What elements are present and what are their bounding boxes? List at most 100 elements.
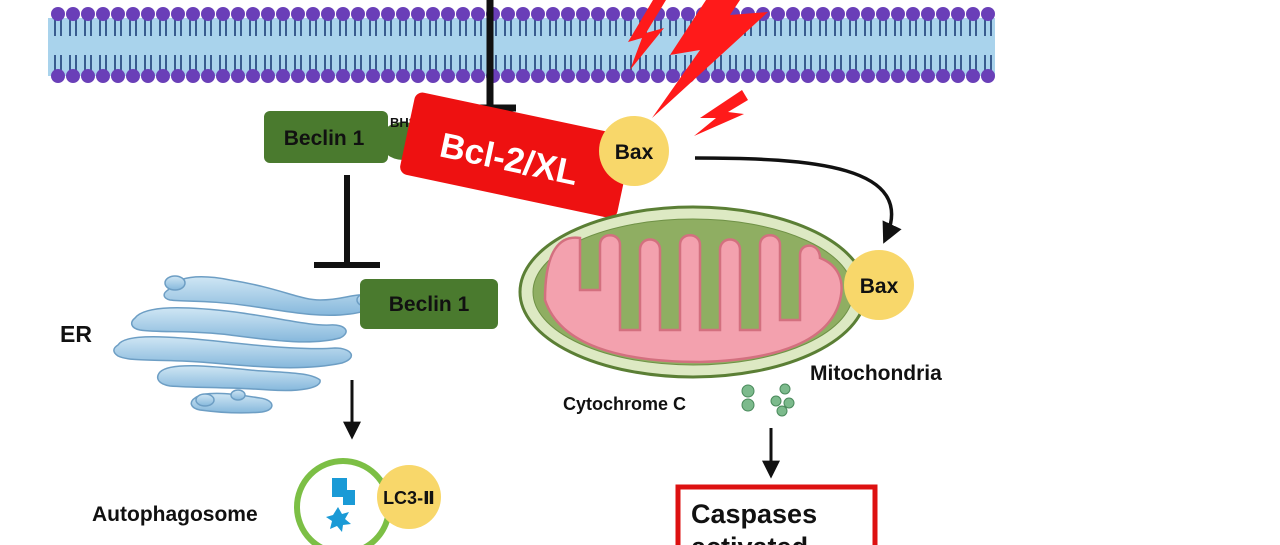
bax-mito-label: Bax	[860, 275, 899, 298]
bax-top-label: Bax	[615, 141, 654, 164]
lipid-head	[906, 69, 920, 83]
lipid-head	[321, 7, 335, 21]
lipid-head	[351, 69, 365, 83]
lipid-head	[456, 7, 470, 21]
lipid-head	[501, 7, 515, 21]
lightning-bolt-large-icon	[652, 0, 768, 118]
lipid-head	[411, 69, 425, 83]
lipid-head	[336, 7, 350, 21]
lipid-head	[786, 7, 800, 21]
lipid-head	[231, 7, 245, 21]
endoplasmic-reticulum	[113, 275, 374, 414]
lipid-head	[546, 69, 560, 83]
lipid-head	[816, 7, 830, 21]
lipid-head	[156, 7, 170, 21]
autophagosome	[294, 458, 392, 545]
lipid-head	[381, 69, 395, 83]
lipid-head	[291, 69, 305, 83]
lipid-head	[576, 7, 590, 21]
lipid-head	[936, 69, 950, 83]
lipid-head	[471, 7, 485, 21]
lipid-head	[801, 69, 815, 83]
bax-top-circle: Bax	[599, 116, 669, 186]
lipid-head	[66, 7, 80, 21]
mitochondria-label: Mitochondria	[810, 362, 942, 385]
lipid-head	[216, 69, 230, 83]
lipid-head	[51, 69, 65, 83]
lightning-bolt-small-icon	[628, 0, 666, 70]
lipid-head	[756, 69, 770, 83]
lipid-head	[66, 69, 80, 83]
lipid-head	[276, 69, 290, 83]
stress-signal-lightning	[628, 0, 768, 136]
lipid-head	[861, 69, 875, 83]
lipid-head	[246, 7, 260, 21]
lipid-head	[666, 7, 680, 21]
bax-mito-circle: Bax	[844, 250, 914, 320]
lipid-head	[726, 69, 740, 83]
cytochrome-c-label: Cytochrome C	[563, 394, 686, 414]
lipid-head	[561, 7, 575, 21]
lipid-head	[621, 7, 635, 21]
lipid-head	[831, 69, 845, 83]
lipid-head	[951, 69, 965, 83]
lipid-head	[516, 7, 530, 21]
lipid-head	[291, 7, 305, 21]
lipid-head	[81, 69, 95, 83]
lipid-head	[636, 69, 650, 83]
lipid-head	[516, 69, 530, 83]
lc3-circle: LC3-Ⅱ	[377, 465, 441, 529]
lipid-head	[141, 7, 155, 21]
lipid-head	[621, 69, 635, 83]
lipid-head	[591, 7, 605, 21]
caspases-label-line1: Caspases	[691, 499, 817, 529]
lipid-head	[261, 7, 275, 21]
lipid-head	[246, 69, 260, 83]
lipid-head	[981, 69, 995, 83]
lipid-head	[951, 7, 965, 21]
cell-membrane	[48, 7, 995, 83]
mitochondrion	[518, 205, 868, 379]
caspases-label-line2: activated	[691, 532, 808, 545]
lc3-block-icon	[332, 478, 355, 505]
lipid-head	[111, 7, 125, 21]
lipid-head	[276, 7, 290, 21]
lipid-head	[606, 7, 620, 21]
lipid-head	[891, 7, 905, 21]
lc3-star-icon	[326, 507, 351, 532]
lipid-head	[201, 69, 215, 83]
lipid-head	[126, 7, 140, 21]
lc3-label: LC3-Ⅱ	[383, 488, 435, 508]
lipid-head	[966, 7, 980, 21]
lipid-head	[861, 7, 875, 21]
lipid-head	[651, 69, 665, 83]
lipid-head	[531, 69, 545, 83]
membrane-band	[48, 18, 995, 76]
lipid-head	[606, 69, 620, 83]
lipid-head	[921, 7, 935, 21]
autophagosome-label: Autophagosome	[92, 503, 258, 526]
lipid-head	[846, 7, 860, 21]
lipid-head	[81, 7, 95, 21]
lipid-head	[171, 69, 185, 83]
lipid-head	[231, 69, 245, 83]
lipid-head	[426, 69, 440, 83]
lipid-head	[261, 69, 275, 83]
lipid-head	[891, 69, 905, 83]
lipid-head	[441, 69, 455, 83]
lipid-head	[186, 69, 200, 83]
lipid-head	[906, 7, 920, 21]
lipid-head	[771, 7, 785, 21]
bax-translocation-arrow	[694, 156, 902, 244]
beclin-inhibition-line	[314, 175, 380, 268]
lipid-head	[156, 69, 170, 83]
lipid-head	[396, 7, 410, 21]
lipid-head	[681, 7, 695, 21]
lipid-head	[531, 7, 545, 21]
lipid-head	[546, 7, 560, 21]
lipid-head	[921, 69, 935, 83]
lipid-head	[96, 7, 110, 21]
lipid-head	[666, 69, 680, 83]
lipid-head	[411, 7, 425, 21]
